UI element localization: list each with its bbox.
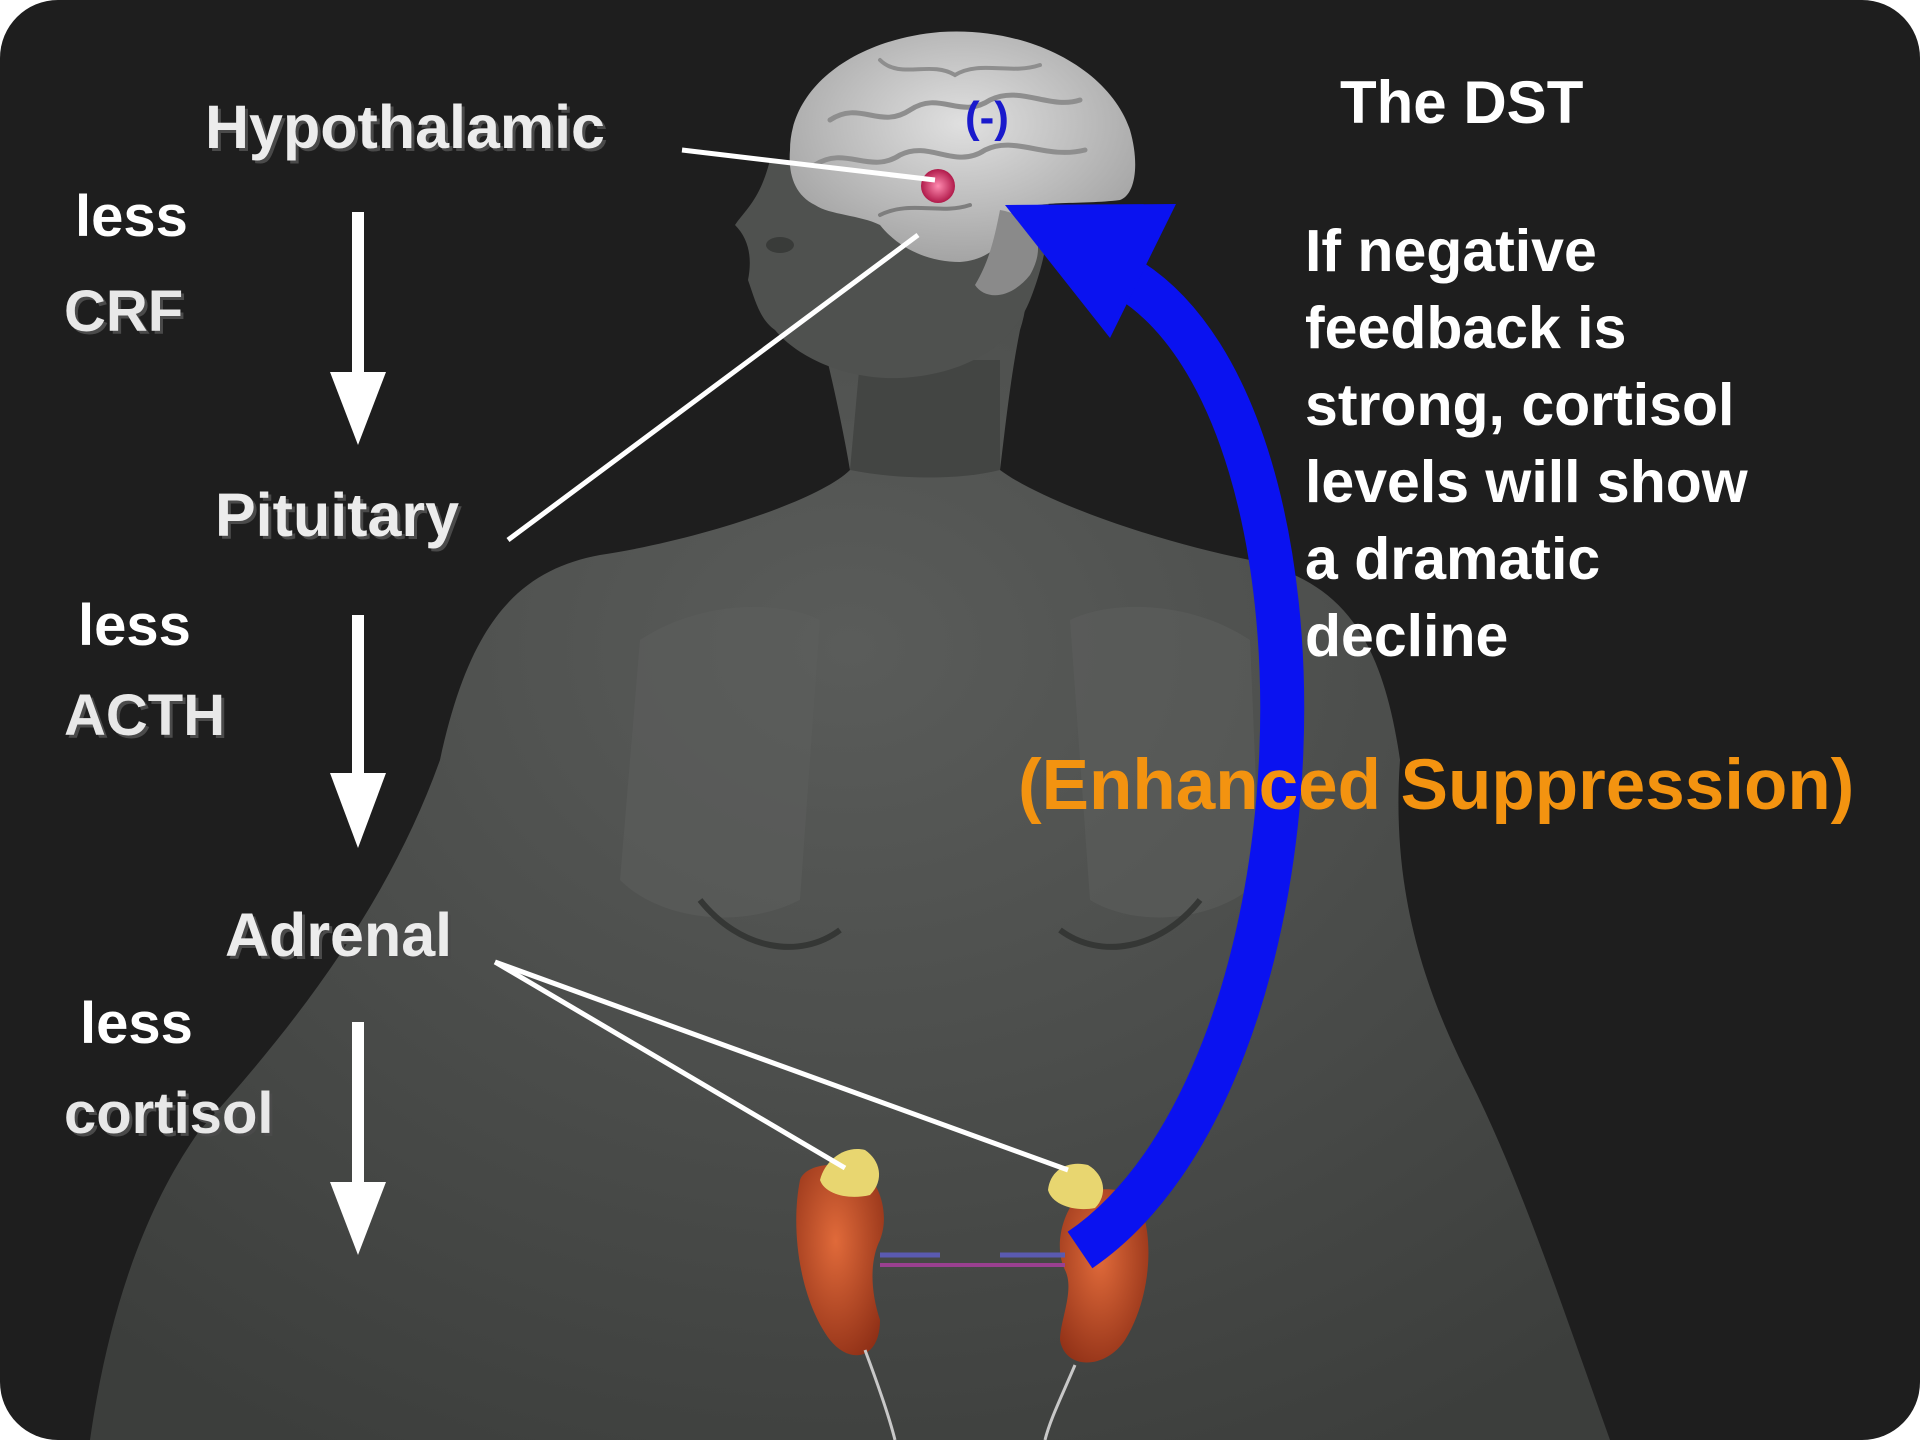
down-arrow-icon xyxy=(330,212,386,445)
cortisol-label: cortisol xyxy=(64,1080,274,1147)
acth-qualifier-label: less xyxy=(78,592,191,659)
dst-explanation-line: decline xyxy=(1305,598,1748,675)
adrenal-label: Adrenal xyxy=(225,900,452,970)
dst-explanation-line: strong, cortisol xyxy=(1305,367,1748,444)
dst-title: The DST xyxy=(1340,68,1583,137)
pituitary-label: Pituitary xyxy=(215,480,459,550)
dst-explanation-line: If negative xyxy=(1305,213,1748,290)
negative-feedback-sign: (-) xyxy=(965,93,1009,143)
dst-explanation-line: feedback is xyxy=(1305,290,1748,367)
crf-qualifier-label: less xyxy=(75,183,188,250)
crf-label: CRF xyxy=(64,278,183,345)
acth-label: ACTH xyxy=(64,682,225,749)
cortisol-qualifier-label: less xyxy=(80,990,193,1057)
enhanced-suppression-label: (Enhanced Suppression) xyxy=(1018,745,1854,826)
down-arrow-icon xyxy=(330,615,386,848)
hypothalamic-label: Hypothalamic xyxy=(205,92,605,162)
dst-explanation-line: a dramatic xyxy=(1305,521,1748,598)
dst-explanation: If negative feedback is strong, cortisol… xyxy=(1305,213,1748,675)
dst-explanation-line: levels will show xyxy=(1305,444,1748,521)
hypothalamus-marker xyxy=(921,169,955,203)
